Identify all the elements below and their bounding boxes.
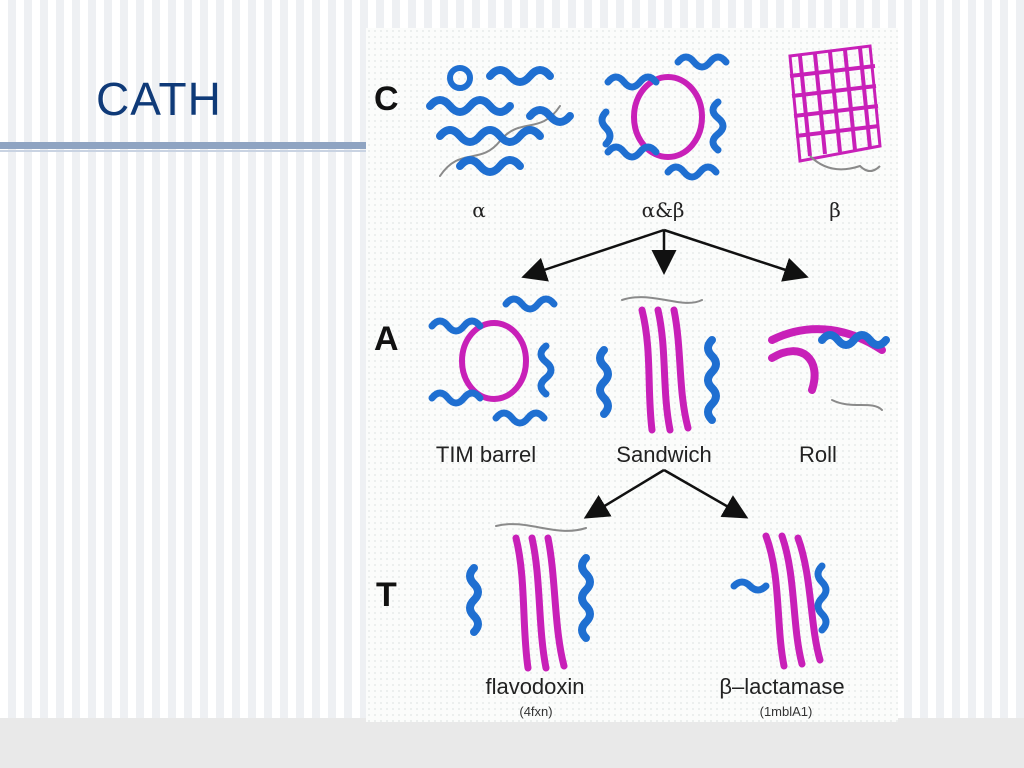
topology-id-flavodoxin: (4fxn) <box>519 704 553 719</box>
topology-label-beta-lactamase: β–lactamase <box>719 674 845 699</box>
class-to-architecture-arrows <box>521 228 809 282</box>
level-label-topology: T <box>376 576 397 614</box>
cath-figure: C A T <box>366 28 898 722</box>
roll-structure-image <box>768 325 890 411</box>
class-label-beta: β <box>829 198 841 222</box>
slide-title: CATH <box>96 73 222 125</box>
flavodoxin-structure-image <box>466 523 594 672</box>
class-label-alpha: α <box>472 198 486 222</box>
architecture-label-tim-barrel: TIM barrel <box>435 442 537 467</box>
beta-lactamase-structure-image <box>730 532 830 670</box>
architecture-label-sandwich: Sandwich <box>616 442 712 467</box>
level-label-architecture: A <box>374 320 399 358</box>
alpha-structure-image <box>426 65 574 177</box>
architecture-to-topology-arrows <box>583 468 749 519</box>
tim-barrel-structure-image <box>428 295 558 427</box>
class-label-alpha-beta: α&β <box>641 198 685 222</box>
topology-id-beta-lactamase: (1mblA1) <box>759 704 813 719</box>
topology-label-flavodoxin: flavodoxin <box>485 674 585 699</box>
level-label-class: C <box>374 80 399 118</box>
title-divider-light <box>0 150 368 152</box>
sandwich-structure-image <box>596 296 720 434</box>
hierarchy-arrows <box>521 228 809 519</box>
beta-structure-image <box>788 44 882 172</box>
bottom-band <box>0 718 1024 768</box>
alpha-beta-structure-image <box>598 53 730 181</box>
architecture-label-roll: Roll <box>799 442 837 467</box>
title-divider <box>0 142 368 149</box>
